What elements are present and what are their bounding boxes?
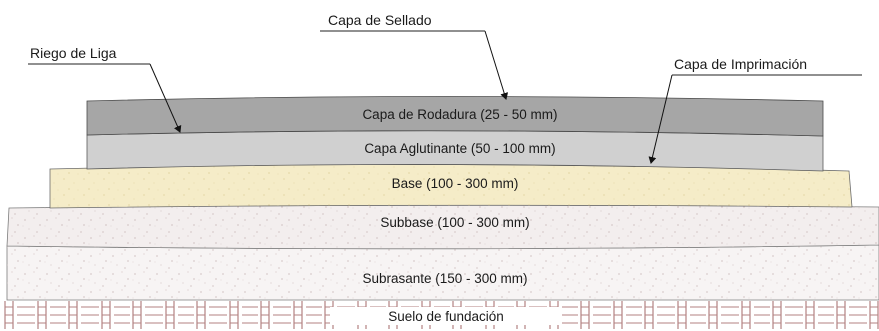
prime-coat-callout: Capa de Imprimación bbox=[648, 56, 862, 164]
wearing-course-label: Capa de Rodadura (25 - 50 mm) bbox=[362, 107, 557, 122]
wearing-course-layer bbox=[86, 96, 824, 137]
foundation-soil-layer bbox=[4, 299, 879, 331]
binder-course-label: Capa Aglutinante (50 - 100 mm) bbox=[364, 141, 555, 156]
subbase-layer bbox=[6, 204, 879, 250]
sealing-coat-callout: Capa de Sellado bbox=[320, 12, 509, 100]
subgrade-label: Subrasante (150 - 300 mm) bbox=[362, 271, 527, 286]
subgrade-layer bbox=[6, 244, 879, 301]
base-layer bbox=[49, 164, 853, 209]
prime-coat-label: Capa de Imprimación bbox=[674, 56, 807, 72]
foundation-soil-label: Suelo de fundación bbox=[388, 309, 504, 324]
subbase-label: Subbase (100 - 300 mm) bbox=[380, 215, 529, 230]
tack-coat-label: Riego de Liga bbox=[30, 45, 117, 61]
base-label: Base (100 - 300 mm) bbox=[392, 176, 519, 191]
sealing-coat-label: Capa de Sellado bbox=[328, 12, 432, 28]
tack-coat-callout: Riego de Liga bbox=[28, 45, 182, 133]
